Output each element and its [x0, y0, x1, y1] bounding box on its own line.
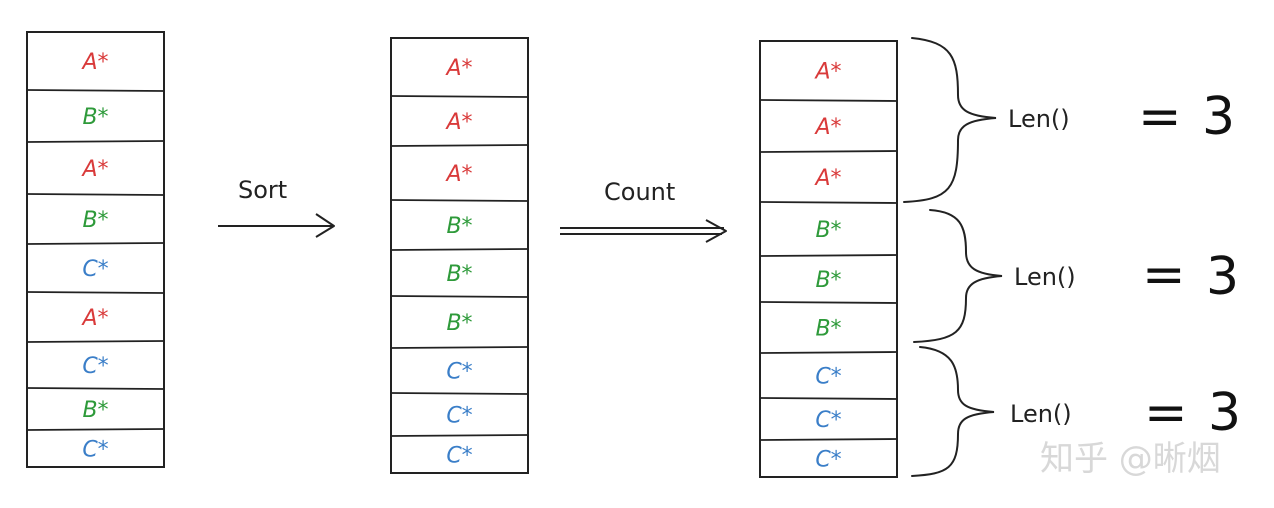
- count-result: 3: [1202, 87, 1235, 147]
- cell-divider: [26, 140, 165, 143]
- column-outline: [390, 37, 529, 474]
- sort-arrow: Sort: [218, 176, 335, 238]
- cell-divider: [26, 428, 165, 431]
- cell-divider: [26, 387, 165, 390]
- len-label: Len(): [1010, 400, 1072, 428]
- cell-divider: [390, 346, 529, 349]
- column-outline: [26, 31, 165, 468]
- cell-divider: [26, 242, 165, 245]
- cell-c: C*: [82, 438, 108, 463]
- equals-sign: =: [1144, 383, 1188, 443]
- cell-a: A*: [813, 115, 841, 140]
- cell-divider: [390, 95, 529, 98]
- cell-b: B*: [82, 105, 108, 130]
- cell-divider: [390, 144, 529, 147]
- watermark: 知乎 @晰烟: [1040, 439, 1221, 479]
- cell-divider: [390, 392, 529, 395]
- equals-sign: =: [1142, 245, 1186, 305]
- cell-divider: [759, 438, 898, 441]
- count-arrow: Count: [560, 178, 727, 243]
- cell-c: C*: [82, 354, 108, 379]
- count-label: Count: [604, 178, 675, 206]
- brace-group-c: [911, 346, 995, 477]
- cell-b: B*: [82, 398, 108, 423]
- cell-c: C*: [446, 444, 472, 469]
- cell-divider: [26, 291, 165, 294]
- cell-divider: [390, 248, 529, 251]
- group-result-b: Len() = 3: [1014, 245, 1239, 307]
- cell-divider: [759, 301, 898, 304]
- cell-b: B*: [815, 268, 841, 293]
- cell-c: C*: [815, 408, 841, 433]
- cell-divider: [759, 397, 898, 400]
- cell-a: A*: [80, 157, 108, 182]
- cell-divider: [390, 434, 529, 437]
- cell-c: C*: [815, 448, 841, 473]
- column-outline: [759, 40, 898, 478]
- cell-b: B*: [446, 214, 472, 239]
- sorted-column: A* A* A* B* B* B* C* C* C*: [390, 37, 529, 474]
- cell-divider: [759, 254, 898, 257]
- unsorted-column: A* B* A* B* C* A* C* B* C*: [26, 31, 165, 468]
- cell-c: C*: [446, 360, 472, 385]
- cell-c: C*: [815, 365, 841, 390]
- cell-divider: [26, 340, 165, 343]
- cell-b: B*: [446, 311, 472, 336]
- cell-a: A*: [444, 162, 472, 187]
- counted-column: A* A* A* B* B* B* C* C* C*: [759, 40, 898, 478]
- cell-b: B*: [82, 208, 108, 233]
- group-result-a: Len() = 3: [1008, 87, 1235, 147]
- len-label: Len(): [1014, 263, 1076, 291]
- cell-b: B*: [815, 218, 841, 243]
- cell-b: B*: [446, 262, 472, 287]
- cell-c: C*: [446, 404, 472, 429]
- cell-divider: [759, 201, 898, 204]
- cell-divider: [26, 193, 165, 196]
- cell-a: A*: [813, 60, 841, 85]
- brace-group-b: [913, 209, 1003, 343]
- cell-divider: [26, 89, 165, 92]
- cell-a: A*: [444, 56, 472, 81]
- sort-label: Sort: [238, 176, 287, 204]
- cell-divider: [390, 199, 529, 202]
- cell-divider: [759, 150, 898, 153]
- count-result: 3: [1206, 247, 1239, 307]
- count-result: 3: [1208, 383, 1241, 443]
- cell-a: A*: [444, 110, 472, 135]
- equals-sign: =: [1138, 87, 1182, 147]
- group-result-c: Len() = 3: [1010, 383, 1241, 443]
- cell-a: A*: [813, 166, 841, 191]
- cell-divider: [390, 295, 529, 298]
- cell-divider: [759, 99, 898, 102]
- cell-c: C*: [82, 257, 108, 282]
- brace-group-a: [903, 37, 997, 203]
- len-label: Len(): [1008, 105, 1070, 133]
- cell-divider: [759, 351, 898, 354]
- cell-a: A*: [80, 306, 108, 331]
- cell-b: B*: [815, 317, 841, 342]
- cell-a: A*: [80, 50, 108, 75]
